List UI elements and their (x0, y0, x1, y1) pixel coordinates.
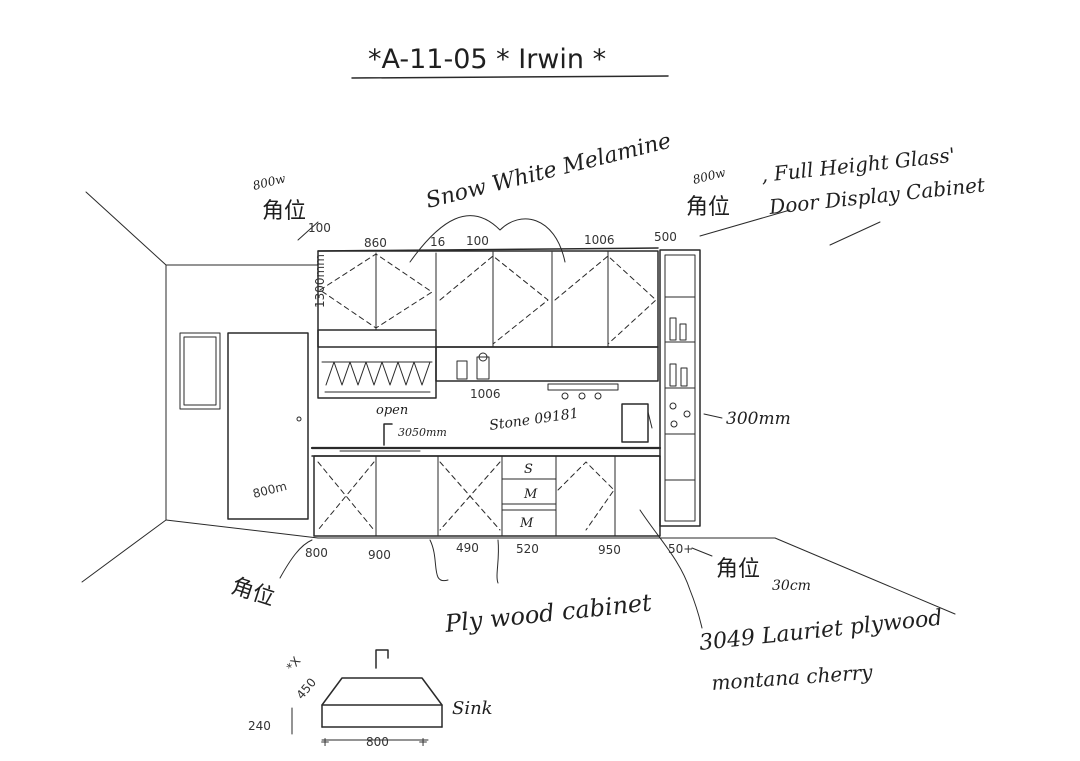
sink-width: 800 (366, 735, 389, 749)
dim-bottom-1: 800 (305, 546, 328, 560)
drawing-title: *A-11-05 * Irwin * (368, 44, 606, 75)
drawer-letter-3: M (519, 516, 534, 531)
svg-text:+: + (320, 735, 330, 749)
dim-top-1: 860 (364, 236, 387, 250)
dim-bottom-2: 900 (368, 548, 391, 562)
base-cabinets: S M M (313, 455, 661, 537)
annotations: Snow White Melamine , Full Height Glass'… (228, 129, 987, 695)
left-note-cn: 角位 (262, 199, 306, 224)
counter-length-label: 3050mm (398, 426, 447, 439)
left-note-size: 800w (251, 171, 287, 193)
counter (310, 403, 662, 457)
upper-finish-label: Snow White Melamine (423, 129, 673, 214)
open-label: open (376, 403, 408, 418)
sink-marks: *X (284, 654, 304, 674)
stone-label: Stone 09181 (488, 406, 579, 434)
svg-text:+: + (418, 735, 428, 749)
right-note-size: 800w (691, 165, 727, 187)
laminate-label-1: 3049 Lauriet plywood (698, 606, 944, 656)
height-label: 1300mm (313, 254, 327, 308)
bottom-left-cn: 角位 (228, 574, 278, 611)
open-shelf (435, 346, 659, 400)
plywood-label: Ply wood cabinet (443, 588, 654, 638)
dim-bottom-3: 490 (456, 541, 479, 555)
side-depth-label: 300mm (726, 409, 791, 429)
display-cabinet (659, 249, 701, 527)
bottom-dimensions: 800 900 490 520 950 50+ (305, 541, 713, 562)
top-dimensions: 860 16 100 1006 500 100 1300mm (308, 221, 677, 308)
upper-cabinets (317, 247, 659, 399)
drawer-letter-2: M (523, 487, 538, 502)
sink-label: Sink (452, 698, 493, 719)
dim-top-left: 100 (308, 221, 331, 235)
bottom-right-size: 30cm (772, 578, 811, 594)
dim-top-5: 500 (654, 230, 677, 244)
room-outline (81, 191, 956, 615)
left-wall-door (179, 332, 309, 520)
dim-bottom-4: 520 (516, 542, 539, 556)
drawer-letter-1: S (524, 462, 533, 477)
dim-top-3: 100 (466, 234, 489, 248)
dim-bottom-6: 50+ (668, 542, 693, 556)
sink-depth: 450 (294, 675, 319, 702)
title-group: *A-11-05 * Irwin * (351, 44, 669, 79)
shelf-length-label: 1006 (470, 387, 501, 401)
laminate-label-2: montana cherry (711, 660, 874, 695)
dim-top-2: 16 (430, 235, 445, 249)
right-note-cn: 角位 (686, 195, 730, 220)
base-left-label: 800m (251, 479, 288, 501)
bottom-right-cn: 角位 (716, 557, 760, 582)
sink-height: 240 (248, 719, 271, 733)
dim-top-4: 1006 (584, 233, 615, 247)
dim-bottom-5: 950 (598, 543, 621, 557)
sink-detail: Sink 450 *X 240 + + 800 (248, 649, 493, 749)
